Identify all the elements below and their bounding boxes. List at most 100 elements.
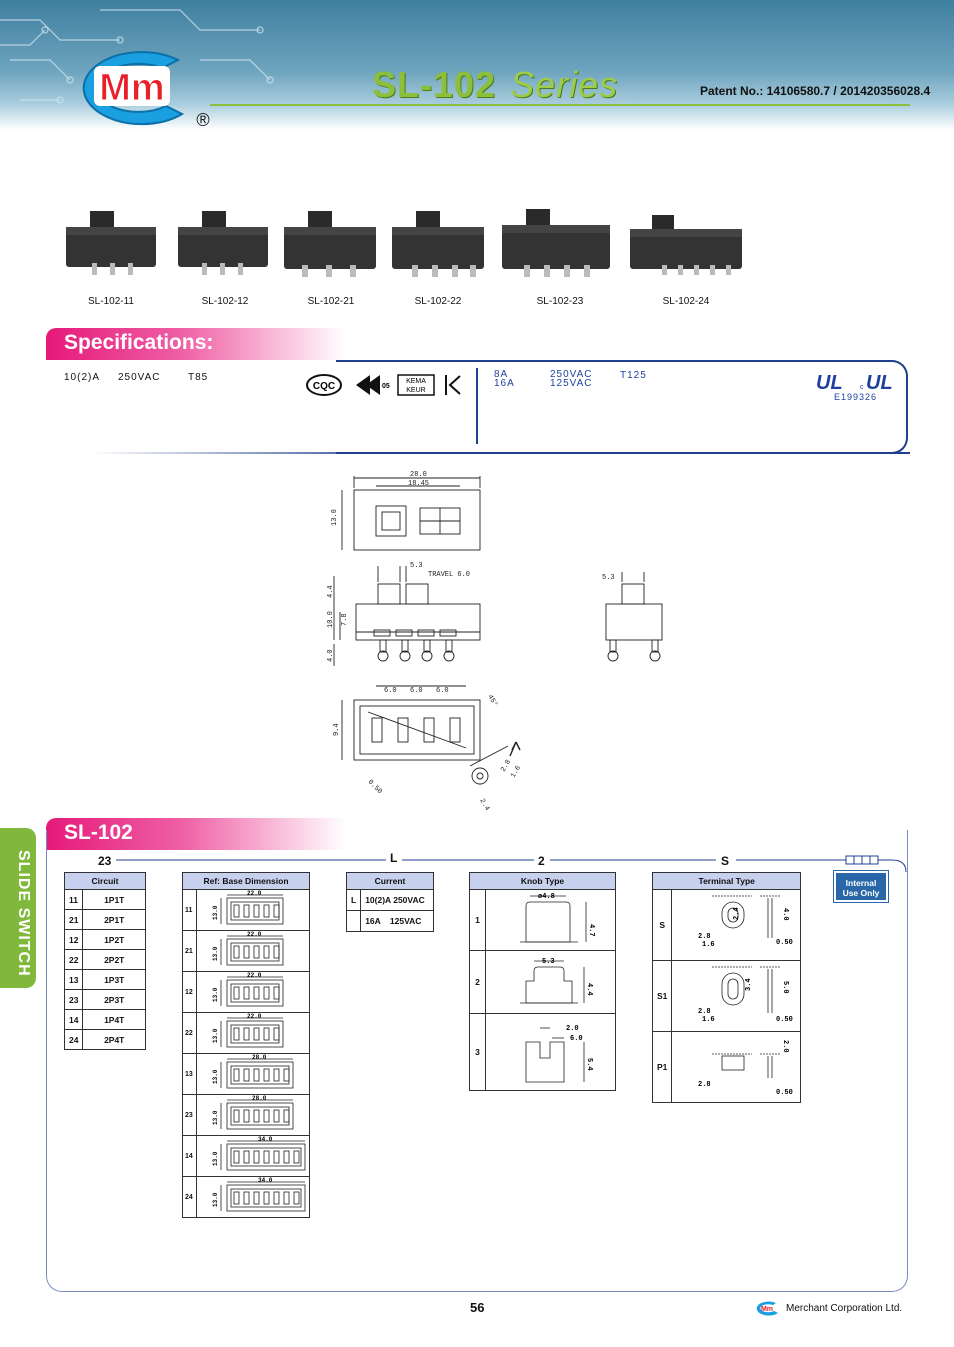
svg-text:5.3: 5.3 [410,562,423,570]
base-code: 21 [182,930,197,972]
svg-text:6.0: 6.0 [384,687,397,695]
code-line [116,855,907,872]
svg-text:5.0: 5.0 [781,981,789,994]
terminal-code: S [651,889,673,961]
technical-drawing: 28.0 18.45 13.0 5.3 TRAVEL 6.0 4.4 10.0 … [327,471,663,812]
cul-mark-icon: UL [866,372,892,392]
terminal-drawing-s: 2.8 1.6 2.4 4.0 0.50 [698,895,793,949]
svg-text:4.4: 4.4 [327,585,335,598]
code-part-circuit: 23 [98,854,112,868]
svg-text:2.8: 2.8 [698,1081,711,1089]
front-view-drawing [333,566,481,666]
current-table-header: Current [346,872,434,890]
terminal-code: S1 [651,960,673,1032]
circuit-code: 12 [63,929,84,950]
base-width-label: 28.0 [252,1054,267,1061]
side-tab [0,828,36,988]
table-row: 2 5.3 4.4 [469,950,616,1014]
code-part-current: L [390,851,398,865]
product-label: SL-102-24 [662,296,710,307]
footer-logo-icon: Mm [756,1301,778,1316]
svg-text:4.0: 4.0 [781,908,789,921]
order-heading: SL-102 [64,821,133,844]
enec-mark-text: 05 [382,383,390,390]
svg-text:Mm: Mm [761,1306,773,1313]
base-code: 23 [182,1094,197,1136]
spec-voltage: 250VAC [118,372,161,383]
specifications-heading: Specifications: [64,331,214,354]
base-code: 24 [182,1176,197,1218]
spec-right-temp: T125 [620,370,647,381]
circuit-type: 2P1T [82,909,146,930]
svg-text:6.0: 6.0 [410,687,423,695]
svg-text:0.50: 0.50 [776,1089,793,1097]
company-logo: Mm ® [82,51,210,130]
base-dimension-drawing: 22.013.0 [212,931,284,966]
svg-text:0.50: 0.50 [366,778,384,796]
base-dimension-drawing: 28.013.0 [212,1095,294,1130]
circuit-code: 14 [63,1009,84,1030]
knob-type-table: Knob Type 1 ø4.8 4.7 2 5.3 4.4 3 2.0 6.0… [469,872,616,1091]
spec-right-current-2: 16A [494,378,515,389]
knob-drawing-3: 2.0 6.0 5.4 [525,1025,593,1083]
base-width-label: 22.0 [247,972,262,979]
spec-right-voltage: 250VAC 125VAC [550,370,593,389]
current-rating: 10(2)A 250VAC [360,889,434,911]
terminal-code: P1 [651,1031,673,1103]
base-width-label: 34.0 [258,1136,273,1143]
svg-text:13.0: 13.0 [331,509,339,526]
svg-text:45°: 45° [485,693,499,708]
svg-text:2.8: 2.8 [500,759,513,774]
knob-code: 3 [469,1013,486,1091]
base-dimension-drawing: 22.013.0 [212,972,284,1007]
product-photo-sl-102-12 [178,211,268,275]
base-dimension-drawing: 34.0 13.0 [212,1136,306,1171]
svg-text:5.3: 5.3 [542,958,555,966]
svg-text:2.4: 2.4 [733,907,741,920]
specifications-banner [46,328,346,360]
base-width-label: 34.0 [258,1177,273,1184]
svg-text:3.4: 3.4 [745,978,753,991]
current-rating: 16A 125VAC [360,910,434,932]
side-tab-label: SLIDE SWITCH [15,850,32,977]
specifications-rule [90,452,910,454]
spec-temp: T85 [188,372,209,383]
use-only-label: Use Only [842,888,880,898]
circuit-type: 2P3T [82,989,146,1010]
svg-text:28.0: 28.0 [410,471,427,479]
product-photo-sl-102-22 [392,211,484,277]
knob-code: 2 [469,950,486,1014]
terminal-type-table: Terminal Type S 2.8 1.6 2.4 4.0 0.50 S1 … [651,872,802,1103]
registered-mark: ® [196,110,209,130]
svg-text:2.8: 2.8 [698,1008,711,1016]
base-dimension-drawing: 34.013.0 [212,1177,306,1212]
base-dimension-drawing: 22.013.0 [212,1013,284,1048]
svg-text:0.50: 0.50 [776,1016,793,1024]
svg-text:9.4: 9.4 [333,723,341,736]
svg-text:6.0: 6.0 [436,687,449,695]
base-width-label: 22.0 [247,931,262,938]
product-label: SL-102-23 [536,296,584,307]
ul-file-number: E199326 [834,392,878,402]
terminal-drawing-p1: 2.0 2.8 0.50 [698,1040,793,1097]
base-width-label: 22.0 [247,890,262,897]
base-height-label: 13.0 [212,1151,219,1166]
circuit-table-header: Circuit [64,872,146,890]
base-height-label: 13.0 [212,1069,219,1084]
svg-text:KEUR: KEUR [406,387,425,394]
knob-table-header: Knob Type [469,872,616,890]
ul-marks: UL c UL [816,372,892,392]
product-label: SL-102-21 [307,296,355,307]
svg-text:2.0: 2.0 [781,1040,789,1053]
circuit-pattern-graphic [0,9,274,104]
